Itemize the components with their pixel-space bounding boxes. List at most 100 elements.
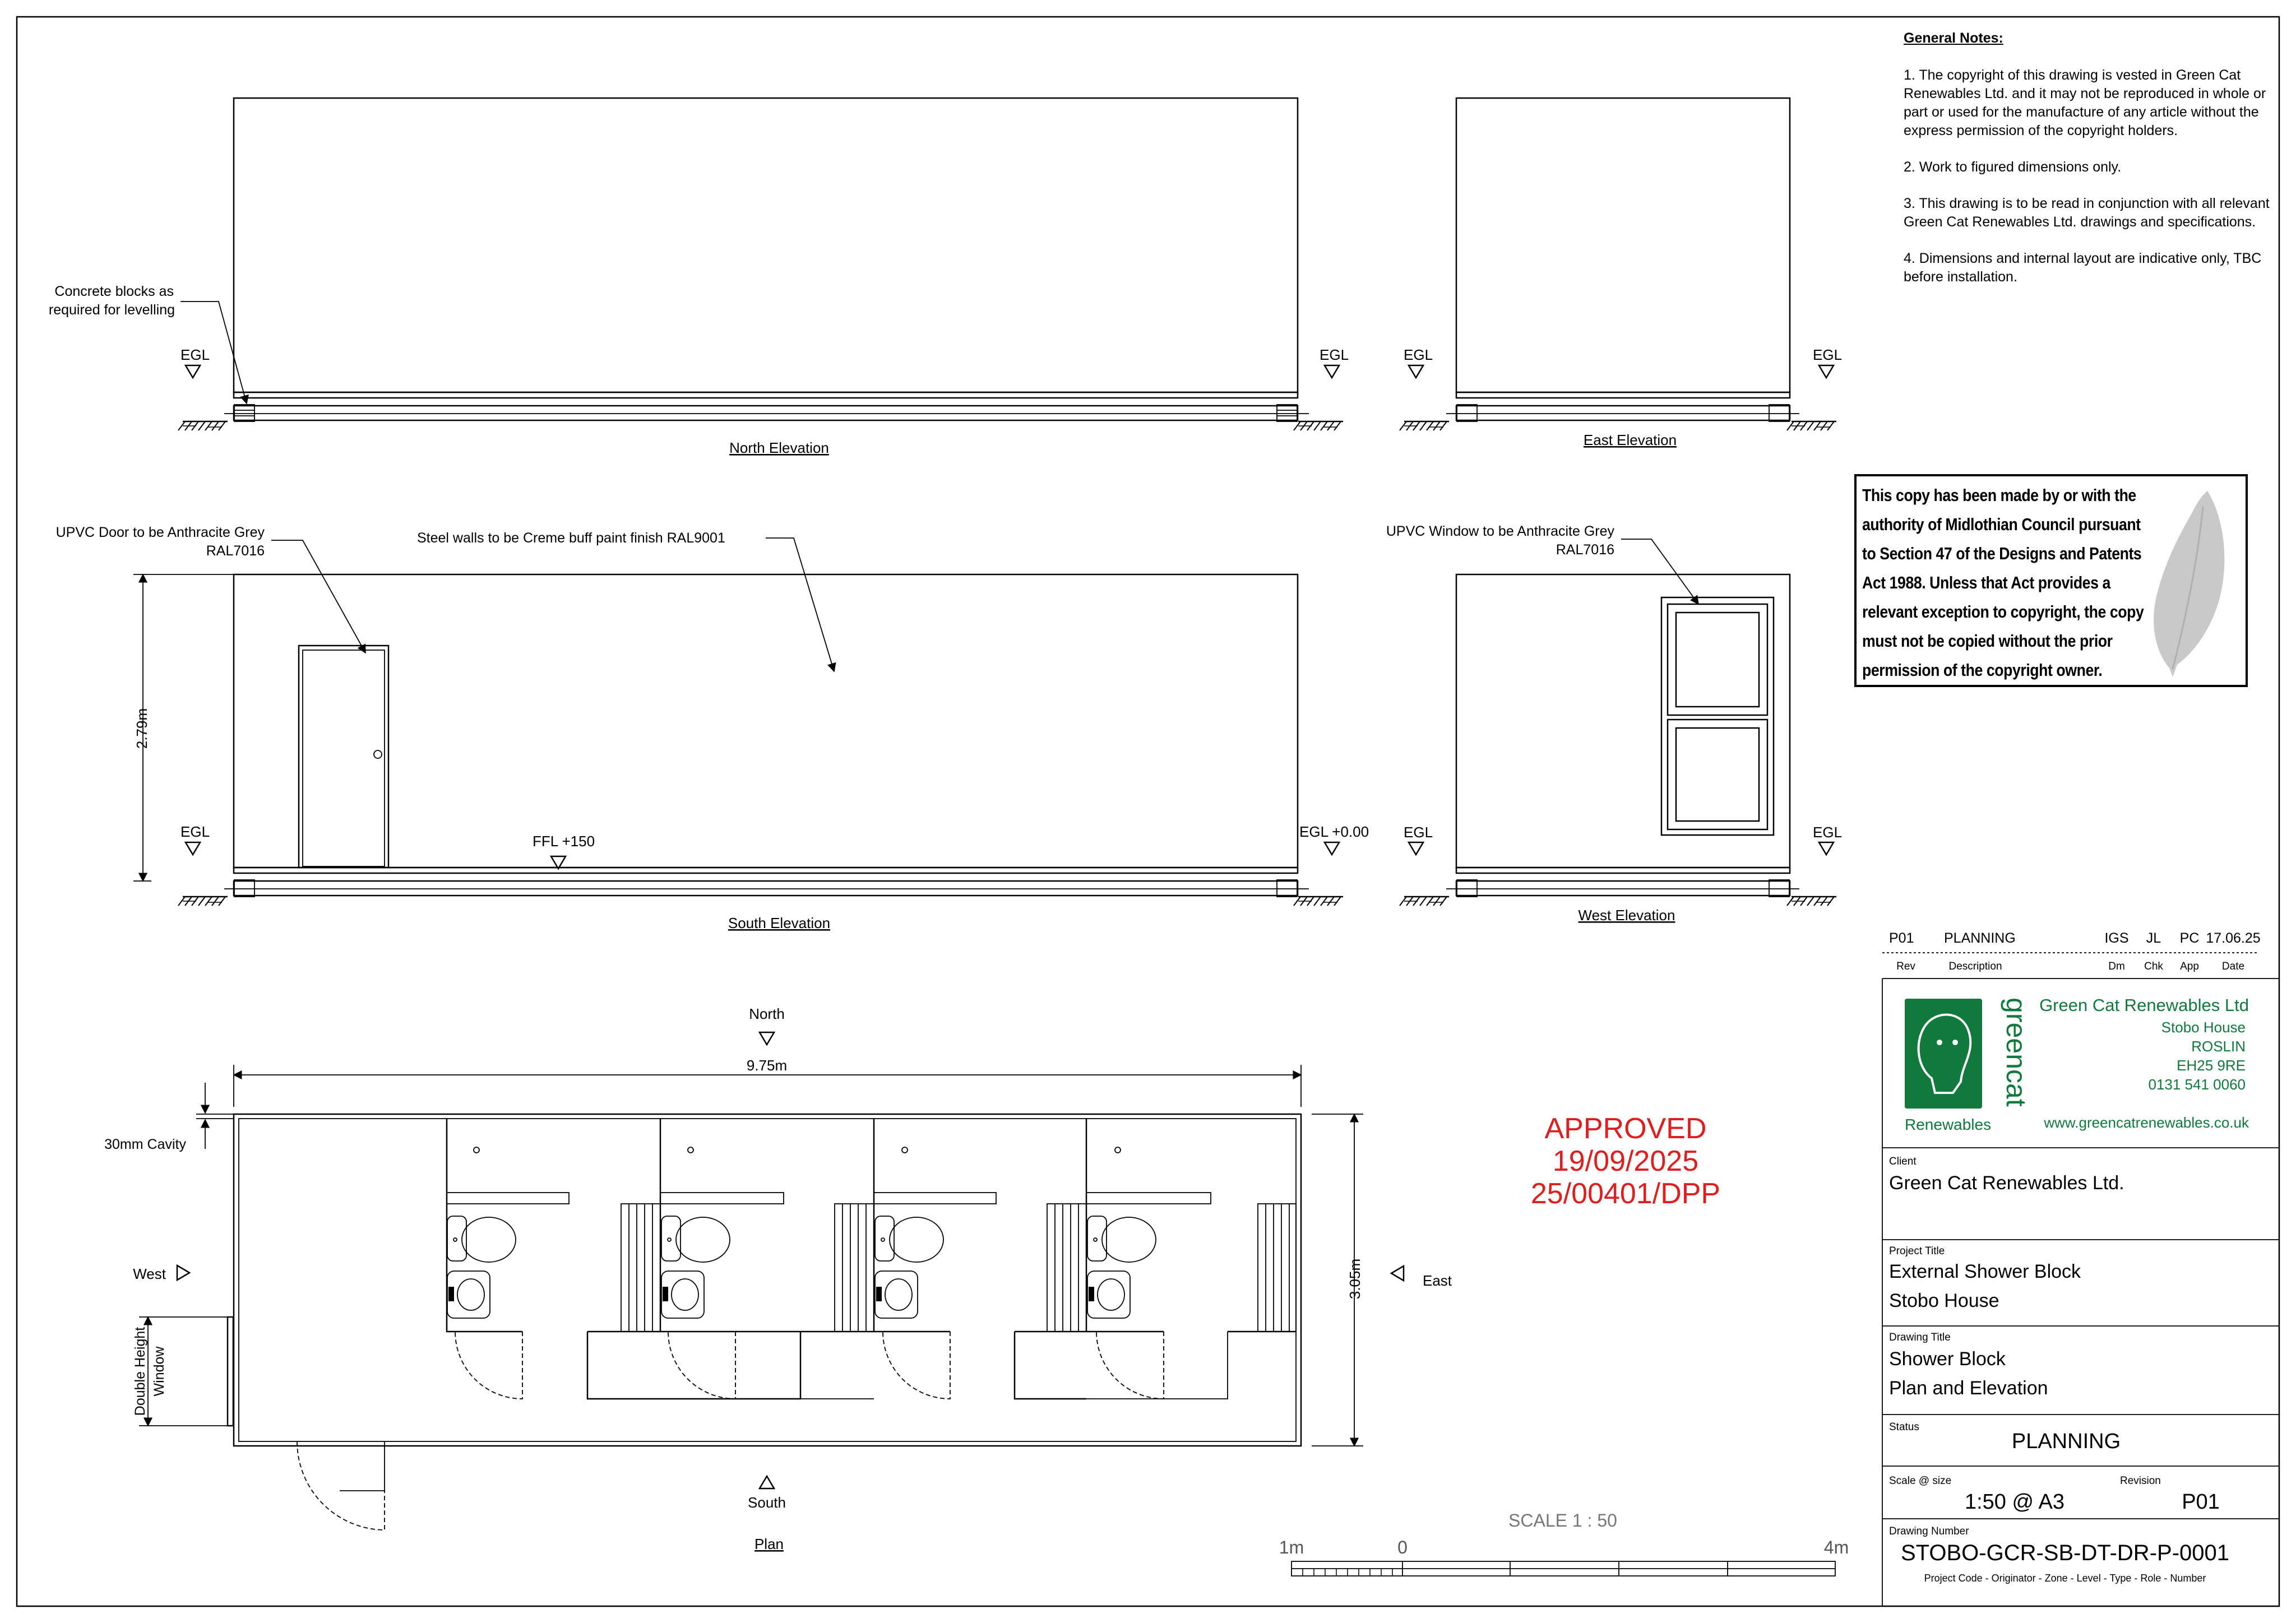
drawing-title-line1: Shower Block (1889, 1348, 2006, 1370)
width-dim-label: 3.05m (1346, 1259, 1363, 1299)
company-phone: 0131 541 0060 (2148, 1076, 2246, 1093)
rev-description: PLANNING (1944, 930, 2016, 946)
north-base (233, 391, 1299, 399)
copyright-text: This copy has been made by or with the a… (1862, 481, 2144, 685)
client-label: Client (1889, 1156, 1917, 1167)
west-elevation-title: West Elevation (1578, 907, 1675, 924)
toilet-icon (1087, 1216, 1156, 1263)
entrance-door-swing (297, 1441, 385, 1531)
ground-hatch (1786, 420, 1837, 432)
company-postcode: EH25 9RE (2177, 1057, 2246, 1074)
level-marker-icon (1818, 841, 1835, 856)
north-label: North (749, 1005, 785, 1022)
door-swing (668, 1331, 736, 1399)
scale-value: 1:50 @ A3 (1965, 1490, 2064, 1514)
revision-value: P01 (2182, 1490, 2220, 1514)
approval-date: 19/09/2025 (1552, 1145, 1699, 1177)
north-wall (233, 97, 1299, 393)
egl-label: EGL (180, 823, 210, 840)
level-marker-icon (184, 841, 201, 856)
company-address2: ROSLIN (2191, 1038, 2246, 1055)
general-notes: General Notes: 1. The copyright of this … (1904, 29, 2274, 304)
basin-icon (447, 1270, 490, 1319)
south-elevation-title: South Elevation (728, 915, 830, 931)
rev-date: 17.06.25 (2206, 930, 2260, 946)
note-item: 1. The copyright of this drawing is vest… (1904, 67, 2266, 138)
logo-sub: Renewables (1905, 1116, 1991, 1133)
scale-bar: SCALE 1 : 50 1m 0 4m (1279, 1510, 1849, 1576)
ground-hatch (177, 896, 229, 907)
west-arrow-icon (176, 1264, 191, 1282)
door-swing (1096, 1331, 1164, 1399)
height-dim-label: 2.79m (133, 708, 150, 749)
west-window (1660, 596, 1775, 836)
toilet-icon (874, 1216, 944, 1263)
window-note-line1: UPVC Window to be Anthracite Grey (1386, 523, 1615, 539)
scale-bar-right: 4m (1824, 1537, 1849, 1557)
status-value: PLANNING (2012, 1430, 2121, 1453)
note-item: 3. This drawing is to be read in conjunc… (1904, 196, 2270, 230)
plan-inner-wall (238, 1118, 1297, 1442)
door-note-leader (271, 540, 366, 654)
drawing-number-key: Project Code - Originator - Zone - Level… (1924, 1573, 2206, 1584)
floor-plan: 9.75m 3.05m 30mm Cavity Double Height Wi… (104, 1005, 1452, 1552)
basin-icon (1087, 1270, 1131, 1319)
copyright-line: to Section 47 of the Designs and Patents (1862, 544, 2142, 563)
approval-status: APPROVED (1544, 1112, 1707, 1145)
cubicle-fixtures (446, 1147, 1297, 1332)
plan-window (226, 1316, 234, 1427)
copyright-stamp: This copy has been made by or with the a… (1854, 474, 2248, 687)
level-marker-icon (1323, 841, 1340, 856)
door-swing (455, 1331, 523, 1399)
toilet-icon (447, 1216, 516, 1263)
ground-hatch (1293, 896, 1344, 907)
scale-bar-title: SCALE 1 : 50 (1508, 1510, 1617, 1531)
toilet-icon (661, 1216, 730, 1263)
window-label-line1: Double Height (132, 1327, 148, 1416)
rev-value: P01 (1889, 930, 1914, 946)
shower-tray-icon (621, 1203, 661, 1332)
project-title-line1: External Shower Block (1889, 1261, 2081, 1282)
scale-bar-zero: 0 (1397, 1537, 1408, 1557)
sheet-border (16, 16, 2280, 1607)
window-label-line2: Window (151, 1346, 167, 1397)
south-wall (233, 573, 1299, 869)
revision-label: Revision (2120, 1475, 2161, 1487)
ground-hatch (1399, 420, 1450, 432)
hdr-description: Description (1948, 961, 2002, 972)
north-footing (233, 405, 1299, 421)
ground-hatch (1293, 420, 1344, 432)
door-note-line1: UPVC Door to be Anthracite Grey (56, 525, 265, 540)
rev-dm: IGS (2104, 930, 2128, 946)
scale-bar-left: 1m (1279, 1537, 1304, 1557)
plan-outer-wall (233, 1113, 1302, 1447)
blocks-callout-line2: required for levelling (49, 302, 175, 318)
hdr-app: App (2180, 961, 2199, 972)
south-label: South (748, 1494, 786, 1511)
company-logo: greencat Renewables (1905, 998, 2032, 1133)
east-elevation-title: East Elevation (1584, 432, 1677, 448)
egl-label: EGL (1813, 346, 1842, 363)
west-wall (1455, 573, 1791, 869)
level-marker-icon (184, 364, 201, 379)
project-title-label: Project Title (1889, 1245, 1945, 1257)
rev-chk: JL (2146, 930, 2161, 946)
project-title-line2: Stobo House (1889, 1290, 1999, 1311)
copyright-line: Act 1988. Unless that Act provides a (1862, 573, 2110, 592)
drawing-number-value: STOBO-GCR-SB-DT-DR-P-0001 (1901, 1541, 2229, 1565)
status-label: Status (1889, 1421, 1919, 1433)
rev-app: PC (2180, 930, 2200, 946)
ground-hatch (1399, 896, 1450, 907)
hdr-dm: Dm (2108, 961, 2125, 972)
wall-note-leader (766, 537, 836, 673)
note-item: 2. Work to figured dimensions only. (1904, 159, 2122, 175)
window-note-leader (1621, 539, 1699, 605)
level-marker-icon (1408, 364, 1424, 379)
shower-tray-icon (834, 1203, 874, 1332)
drawing-title-line2: Plan and Elevation (1889, 1378, 2048, 1399)
window-note-line2: RAL7016 (1556, 542, 1614, 558)
client-value: Green Cat Renewables Ltd. (1889, 1172, 2124, 1194)
ffl-label: FFL +150 (533, 833, 595, 850)
east-arrow-icon (1390, 1264, 1405, 1282)
